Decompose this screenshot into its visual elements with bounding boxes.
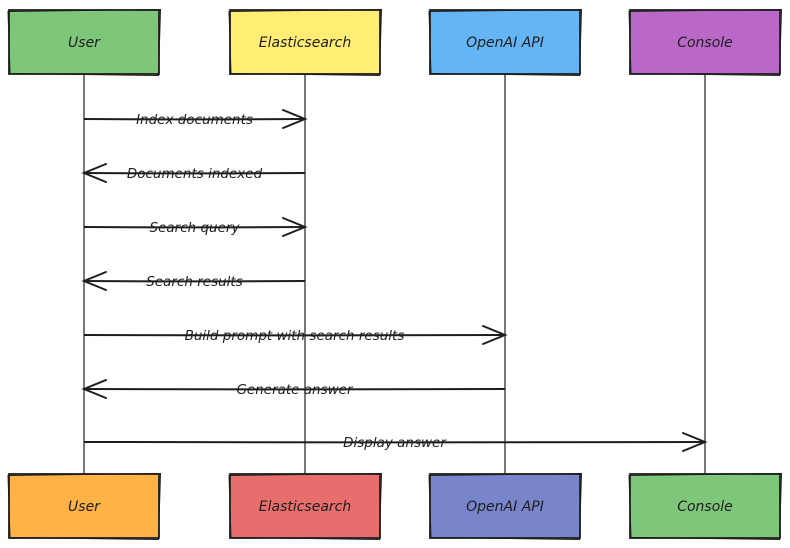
arrowhead-2: [81, 163, 107, 183]
message-7: Display answer: [83, 432, 708, 452]
top-box-openai: OpenAI API: [428, 8, 583, 77]
bottom-label-openai: OpenAI API: [466, 499, 544, 515]
arrowhead-1: [282, 109, 308, 129]
bottom-participant-boxes: User Elasticsearch OpenAI API Console: [7, 472, 783, 541]
top-box-console: Console: [628, 8, 783, 77]
message-label-2: Documents indexed: [127, 166, 263, 182]
arrowhead-3: [282, 217, 308, 237]
bottom-box-fill-openai: [429, 473, 581, 539]
bottom-label-console: Console: [677, 499, 733, 515]
bottom-box-outline-openai: [428, 472, 583, 541]
bottom-box-console: Console: [628, 472, 783, 541]
top-label-user: User: [68, 35, 101, 51]
top-box-outline-user: [7, 8, 162, 77]
arrowhead-6: [81, 379, 107, 399]
message-5: Build prompt with search results: [83, 325, 508, 345]
top-box-outline-console: [628, 8, 783, 77]
top-participant-boxes: User Elasticsearch OpenAI API Console: [7, 8, 783, 77]
message-label-1: Index documents: [136, 112, 253, 128]
lifelines: [83, 74, 706, 474]
bottom-box-fill-elasticsearch: [229, 473, 381, 539]
message-label-6: Generate answer: [236, 382, 354, 398]
arrowhead-5: [482, 325, 508, 345]
top-label-console: Console: [677, 35, 733, 51]
top-label-openai: OpenAI API: [466, 35, 544, 51]
top-box-fill-user: [8, 9, 160, 75]
message-label-4: Search results: [146, 274, 243, 290]
message-6: Generate answer: [81, 379, 506, 399]
bottom-label-user: User: [68, 499, 101, 515]
message-label-7: Display answer: [343, 435, 447, 451]
top-box-fill-elasticsearch: [229, 9, 381, 75]
message-1: Index documents: [83, 109, 308, 129]
top-box-elasticsearch: Elasticsearch: [228, 8, 383, 77]
arrowhead-7: [682, 432, 708, 452]
top-box-fill-console: [629, 9, 781, 75]
top-box-outline-elasticsearch: [228, 8, 383, 77]
bottom-box-openai: OpenAI API: [428, 472, 583, 541]
message-label-3: Search query: [150, 220, 241, 236]
top-box-fill-openai: [429, 9, 581, 75]
bottom-box-fill-console: [629, 473, 781, 539]
bottom-box-elasticsearch: Elasticsearch: [228, 472, 383, 541]
message-3: Search query: [83, 217, 308, 237]
bottom-box-outline-elasticsearch: [228, 472, 383, 541]
bottom-box-outline-user: [7, 472, 162, 541]
top-box-user: User: [7, 8, 162, 77]
message-4: Search results: [81, 271, 306, 291]
message-2: Documents indexed: [81, 163, 306, 183]
bottom-box-fill-user: [8, 473, 160, 539]
bottom-box-user: User: [7, 472, 162, 541]
message-label-5: Build prompt with search results: [185, 328, 405, 344]
top-label-elasticsearch: Elasticsearch: [259, 35, 352, 51]
bottom-label-elasticsearch: Elasticsearch: [259, 499, 352, 515]
top-box-outline-openai: [428, 8, 583, 77]
arrowhead-4: [81, 271, 107, 291]
bottom-box-outline-console: [628, 472, 783, 541]
